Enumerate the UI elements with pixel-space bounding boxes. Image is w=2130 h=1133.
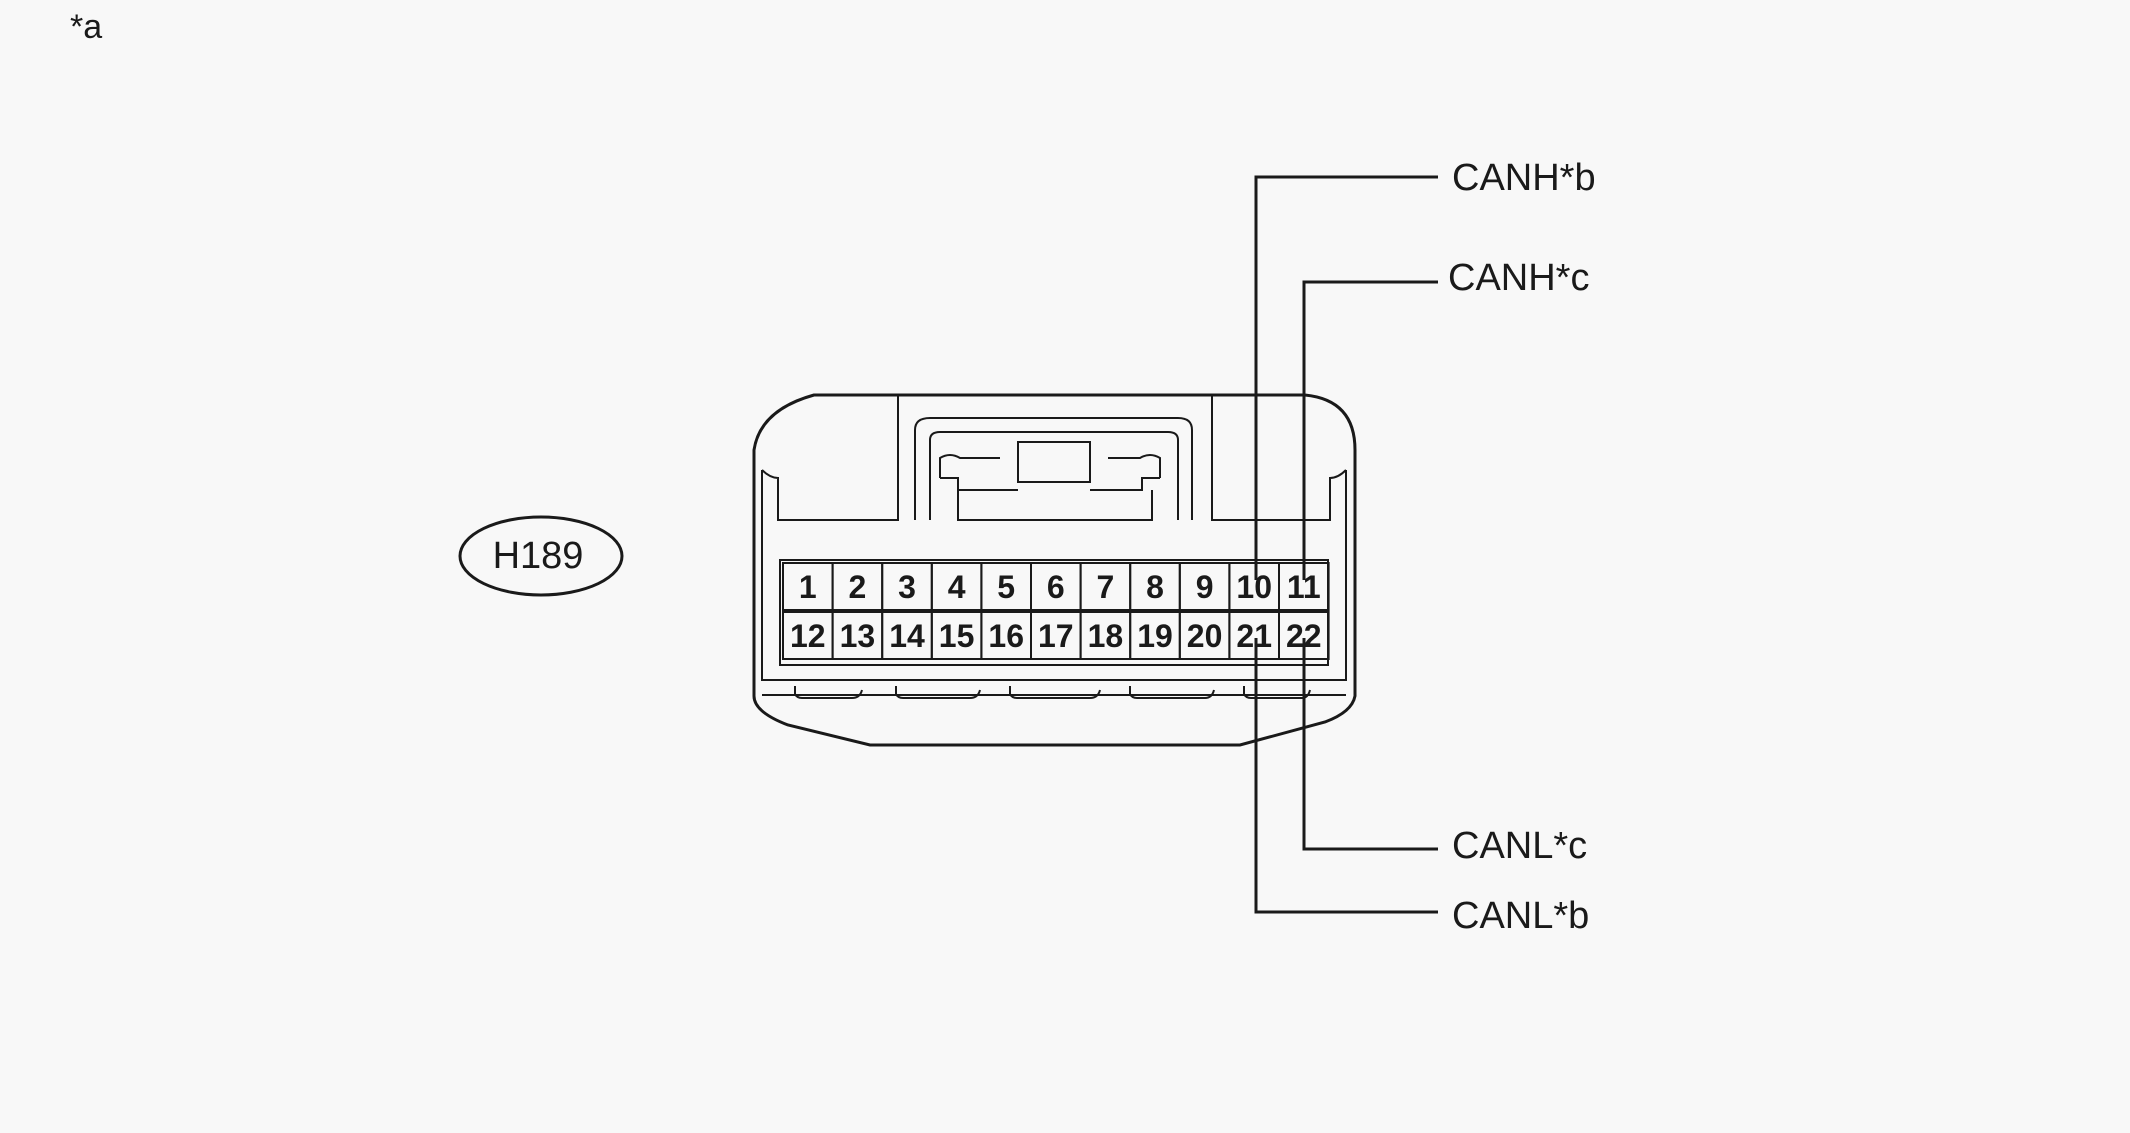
wire-canh-b (1254, 175, 1438, 580)
connector-id-tag: H189 (458, 515, 624, 597)
figure-note: *a (70, 8, 102, 46)
pin-label-14: 14 (889, 618, 925, 654)
pin-label-8: 8 (1146, 569, 1164, 605)
pin-label-17: 17 (1038, 618, 1074, 654)
pin-label-6: 6 (1047, 569, 1065, 605)
pin-label-16: 16 (988, 618, 1024, 654)
pin-label-15: 15 (939, 618, 975, 654)
pin-label-13: 13 (840, 618, 876, 654)
pin-label-2: 2 (849, 569, 867, 605)
signal-label-canl-b: CANL*b (1452, 895, 1589, 937)
signal-label-canl-c: CANL*c (1452, 825, 1587, 867)
pin-label-19: 19 (1137, 618, 1173, 654)
connector-id-label: H189 (493, 535, 584, 577)
pin-label-9: 9 (1196, 569, 1214, 605)
connector-housing (752, 393, 1357, 747)
signal-label-canh-c: CANH*c (1448, 257, 1589, 299)
wire-canh-c (1302, 280, 1438, 580)
pin-label-21: 21 (1236, 618, 1272, 654)
signal-label-canh-b: CANH*b (1452, 157, 1596, 199)
pin-label-10: 10 (1236, 569, 1272, 605)
pin-label-18: 18 (1088, 618, 1124, 654)
pin-label-7: 7 (1097, 569, 1115, 605)
pin-label-3: 3 (898, 569, 916, 605)
pin-label-20: 20 (1187, 618, 1223, 654)
pin-label-5: 5 (997, 569, 1015, 605)
wire-canl-b (1254, 638, 1438, 914)
pin-label-1: 1 (799, 569, 817, 605)
pin-label-12: 12 (790, 618, 826, 654)
wire-canl-c (1302, 638, 1438, 851)
pin-label-4: 4 (948, 569, 966, 605)
